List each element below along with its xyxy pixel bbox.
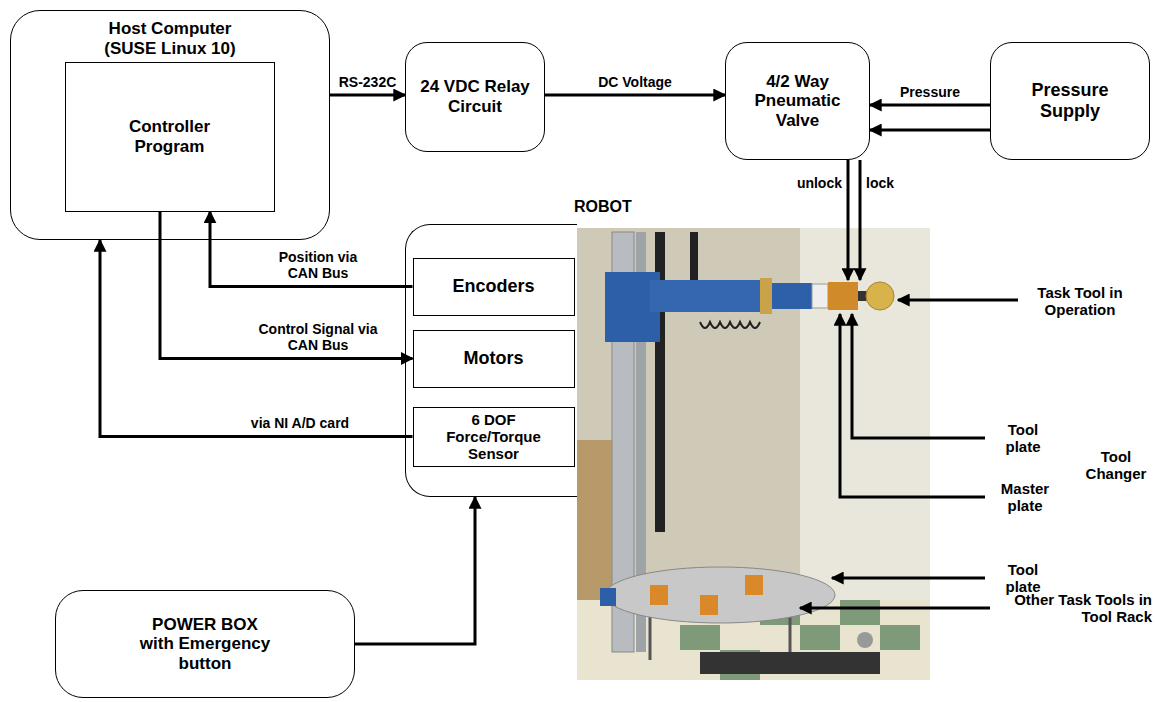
power-box: POWER BOX with Emergency button bbox=[55, 590, 355, 698]
signal-label: Position via CAN Bus bbox=[268, 249, 368, 281]
node-label: 24 VDC Relay Circuit bbox=[411, 77, 539, 116]
node-label: POWER BOX with Emergency button bbox=[135, 615, 275, 674]
rack-plate bbox=[605, 567, 835, 623]
rack-tool bbox=[700, 595, 718, 615]
connector-arrow bbox=[355, 497, 475, 644]
connector-arrow bbox=[160, 212, 413, 359]
wall-light bbox=[800, 228, 930, 628]
signal-label: DC Voltage bbox=[575, 74, 695, 90]
node-label: 6 DOF Force/Torque Sensor bbox=[439, 411, 549, 463]
cable-chain bbox=[690, 232, 698, 282]
callout-label: Master plate bbox=[992, 480, 1058, 515]
tool-changer bbox=[828, 282, 858, 310]
callout-label: Tool plate bbox=[992, 561, 1054, 596]
base-plate bbox=[700, 652, 880, 674]
sensor-disc bbox=[812, 284, 828, 308]
robot-box: ROBOTEncodersMotors6 DOF Force/Torque Se… bbox=[405, 224, 577, 497]
callout-label: Task Tool in Operation bbox=[1025, 284, 1135, 319]
signal-label: Control Signal via CAN Bus bbox=[251, 321, 386, 353]
signal-label: RS-232C bbox=[332, 74, 404, 90]
motor-box: Motors bbox=[413, 330, 575, 388]
node-label: Encoders bbox=[452, 276, 534, 297]
unlock-line bbox=[847, 160, 850, 280]
leader-arrow bbox=[898, 299, 1018, 302]
leader-arrow bbox=[852, 314, 985, 438]
node-label: 4/2 Way Pneumatic Valve bbox=[748, 72, 848, 131]
tile bbox=[680, 625, 720, 650]
tile bbox=[800, 625, 840, 650]
rack-tool bbox=[745, 575, 763, 595]
photo-scene bbox=[577, 228, 930, 680]
relay-box: 24 VDC Relay Circuit bbox=[405, 42, 545, 152]
supply-box: Pressure Supply bbox=[990, 42, 1150, 160]
node-label: Motors bbox=[464, 348, 524, 369]
rack-tool bbox=[650, 585, 668, 605]
gold-ring bbox=[760, 278, 772, 314]
leader-lines bbox=[800, 160, 1018, 608]
connector-arrow bbox=[545, 94, 725, 97]
connector-arrow bbox=[870, 104, 990, 107]
node-label: Pressure Supply bbox=[1020, 80, 1120, 121]
encoder-box: Encoders bbox=[413, 258, 575, 316]
leader-arrow bbox=[800, 607, 990, 610]
callout-label: Tool Changer bbox=[1080, 448, 1152, 483]
leader-arrow bbox=[832, 577, 985, 580]
callout-label: lock bbox=[866, 175, 916, 191]
valve-box: 4/2 Way Pneumatic Valve bbox=[725, 42, 870, 160]
tile bbox=[880, 625, 920, 650]
connector-arrow bbox=[870, 129, 990, 132]
node-label: Controller Program bbox=[110, 117, 230, 156]
program-box: Controller Program bbox=[65, 62, 275, 212]
connector-arrow bbox=[210, 212, 413, 287]
connector-arrow bbox=[100, 240, 413, 437]
arm bbox=[650, 280, 760, 312]
callout-label: unlock bbox=[780, 175, 842, 191]
node-label: Host Computer (SUSE Linux 10) bbox=[90, 19, 250, 58]
signal-label: via NI A/D card bbox=[230, 415, 370, 431]
task-tool-ball bbox=[866, 282, 894, 310]
wood-panel bbox=[577, 440, 612, 600]
signal-label: Pressure bbox=[880, 84, 980, 100]
lock-line bbox=[859, 160, 862, 280]
callout-label: Tool plate bbox=[992, 421, 1054, 456]
connector-arrow bbox=[330, 94, 405, 97]
rack-tool bbox=[600, 588, 616, 606]
host-box: Host Computer (SUSE Linux 10) Controller … bbox=[10, 10, 330, 240]
coil-cable bbox=[700, 322, 760, 328]
group-heading: ROBOT bbox=[574, 198, 632, 216]
tile bbox=[840, 600, 880, 625]
sensor-box: 6 DOF Force/Torque Sensor bbox=[413, 407, 575, 467]
callout-label: Other Task Tools in Tool Rack bbox=[992, 591, 1152, 626]
wrist-motor bbox=[772, 283, 812, 309]
rack-ball bbox=[857, 632, 873, 648]
wall bbox=[577, 228, 930, 680]
leader-arrow bbox=[840, 314, 985, 497]
